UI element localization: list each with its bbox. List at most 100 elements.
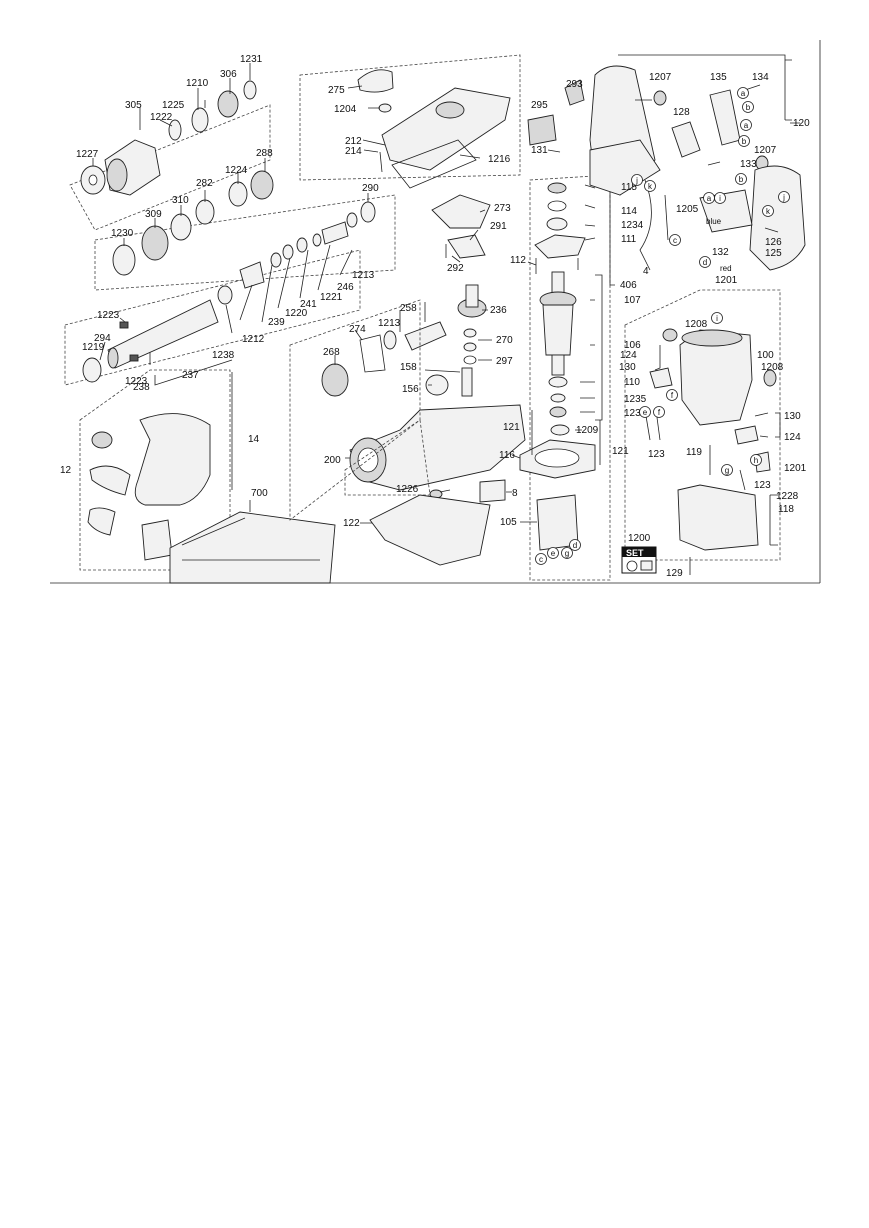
label-l275: 275 <box>328 85 345 96</box>
part-309 <box>141 225 169 261</box>
label-l305: 305 <box>125 100 142 111</box>
label-l246: 246 <box>337 282 354 293</box>
letter-marker-b: b <box>738 135 750 147</box>
part-297 <box>463 355 477 365</box>
label-l116: 116 <box>499 450 515 461</box>
part-1209 <box>550 424 570 436</box>
label-l130b: 130 <box>784 411 801 422</box>
part-110 <box>548 376 568 388</box>
part-1238 <box>217 285 233 305</box>
part-1220 <box>282 244 294 260</box>
letter-marker-a: a <box>703 192 715 204</box>
part-1204 <box>378 103 392 113</box>
label-l121a: 121 <box>503 422 520 433</box>
letter-marker-b: b <box>735 173 747 185</box>
exploded-parts-diagram: 1231306121012253051222122728812242823103… <box>50 40 821 584</box>
letter-marker-a: a <box>737 87 749 99</box>
part-1234 <box>546 217 568 231</box>
label-l1216: 1216 <box>488 154 511 165</box>
label-l1221: 1221 <box>320 292 343 303</box>
label-l282: 282 <box>196 178 213 189</box>
label-l241: 241 <box>300 299 317 310</box>
label-set: SET <box>626 548 644 558</box>
svg-text:a: a <box>741 89 746 98</box>
part-268 <box>321 363 349 397</box>
part-273 <box>431 194 491 229</box>
label-l114: 114 <box>621 206 637 217</box>
label-l295: 295 <box>531 100 548 111</box>
svg-text:c: c <box>539 555 543 564</box>
label-l130a: 130 <box>619 362 636 373</box>
label-l111: 111 <box>621 234 637 245</box>
letter-marker-c: c <box>535 553 547 565</box>
part-120-handle-half <box>749 165 806 271</box>
svg-text:i: i <box>716 314 718 323</box>
part-115 <box>547 182 567 194</box>
label-l121b: 121 <box>612 446 629 457</box>
label-l1210: 1210 <box>186 78 209 89</box>
svg-text:j: j <box>782 193 785 202</box>
part-130a-brush <box>649 367 673 389</box>
label-l106: 106 <box>624 340 641 351</box>
svg-text:i: i <box>719 194 721 203</box>
part-270 <box>463 328 477 338</box>
part-1207a <box>653 90 667 106</box>
svg-text:b: b <box>742 137 747 146</box>
letter-marker-h: h <box>750 454 762 466</box>
part-295-spring <box>527 114 557 146</box>
svg-text:k: k <box>648 182 653 191</box>
label-l107: 107 <box>624 295 641 306</box>
svg-text:g: g <box>725 466 729 475</box>
motor-group <box>511 170 615 581</box>
letter-marker-b: b <box>742 101 754 113</box>
label-l158: 158 <box>400 362 417 373</box>
label-l309: 309 <box>145 209 162 220</box>
label-l124a: 124 <box>620 350 637 361</box>
part-1223a <box>119 321 129 329</box>
svg-text:k: k <box>766 207 771 216</box>
letter-marker-g: g <box>721 464 733 476</box>
label-l273: 273 <box>494 203 511 214</box>
label-l293: 293 <box>566 79 583 90</box>
letter-marker-i: i <box>711 312 723 324</box>
svg-text:f: f <box>671 391 674 400</box>
label-l128: 128 <box>673 107 690 118</box>
label-l1201b: 1201 <box>784 463 807 474</box>
label-l1207a: 1207 <box>649 72 672 83</box>
svg-text:j: j <box>635 176 638 185</box>
part-123b-lead <box>739 469 746 491</box>
part-1216-gasket <box>391 139 477 189</box>
label-l126: 126 <box>765 237 782 248</box>
letter-marker-g: g <box>561 547 573 559</box>
label-l1208a: 1208 <box>685 319 708 330</box>
label-l123a: 123 <box>648 449 665 460</box>
part-158 <box>461 367 473 397</box>
label-l274: 274 <box>349 324 366 335</box>
part-1221 <box>321 221 349 245</box>
part-275 <box>357 69 394 93</box>
label-l270: 270 <box>496 335 513 346</box>
label-l1201a: 1201 <box>715 275 738 286</box>
svg-text:e: e <box>551 549 556 558</box>
part-1236 <box>549 406 567 418</box>
label-l100: 100 <box>757 350 774 361</box>
label-l290: 290 <box>362 183 379 194</box>
label-l8: 8 <box>512 488 518 499</box>
part-128 <box>671 121 701 158</box>
part-1224 <box>228 181 248 207</box>
part-200-housing <box>349 404 526 491</box>
letter-marker-k: k <box>644 180 656 192</box>
label-l292: 292 <box>447 263 464 274</box>
part-306 <box>217 90 239 118</box>
side-handle-group <box>79 369 233 571</box>
label-l310: 310 <box>172 195 189 206</box>
svg-text:e: e <box>643 408 648 417</box>
part-310 <box>170 213 192 241</box>
svg-text:g: g <box>565 549 569 558</box>
part-135 <box>709 89 741 146</box>
svg-text:a: a <box>744 121 749 130</box>
rear-handle-group <box>527 54 806 271</box>
label-l238: 238 <box>133 382 150 393</box>
part-1212 <box>239 261 265 289</box>
